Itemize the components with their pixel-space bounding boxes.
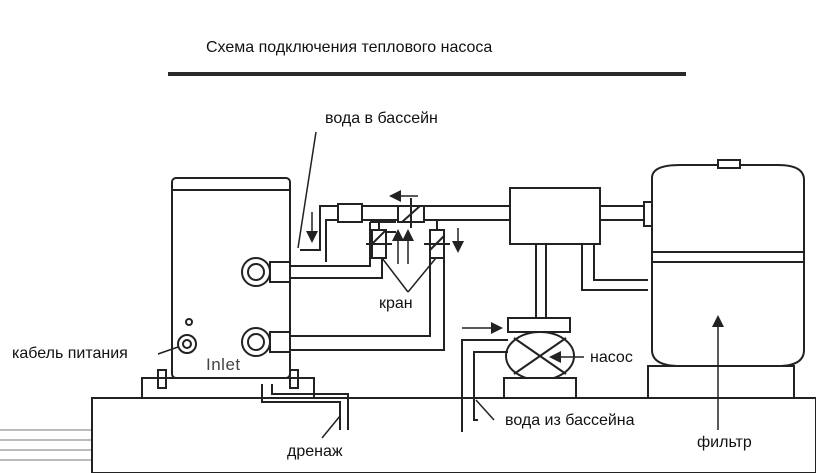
pool-pump bbox=[461, 187, 648, 432]
outlet-pipe bbox=[290, 221, 396, 279]
pool-water bbox=[0, 429, 92, 461]
power-cable-gland bbox=[177, 334, 197, 354]
label-valve: кран bbox=[379, 295, 413, 312]
label-inlet: Inlet bbox=[206, 355, 241, 374]
fitting bbox=[337, 203, 363, 223]
label-filter: фильтр bbox=[697, 434, 752, 451]
valve-top bbox=[397, 198, 425, 228]
flow-arrows bbox=[306, 190, 503, 334]
label-water-to-pool: вода в бассейн bbox=[325, 110, 438, 127]
diagram-title: Схема подключения теплового насоса bbox=[206, 39, 493, 56]
sand-filter bbox=[643, 159, 805, 399]
label-water-from-pool: вода из бассейна bbox=[505, 412, 635, 429]
label-drain: дренаж bbox=[287, 443, 343, 460]
ground-slab bbox=[91, 397, 816, 473]
title-underline bbox=[168, 72, 686, 76]
inlet-pipe bbox=[290, 258, 445, 351]
leader-lines bbox=[157, 131, 724, 439]
label-pump: насос bbox=[590, 349, 633, 366]
label-power-cable: кабель питания bbox=[12, 345, 128, 362]
valve-right bbox=[424, 229, 450, 259]
pool-return-pipe bbox=[300, 205, 330, 262]
